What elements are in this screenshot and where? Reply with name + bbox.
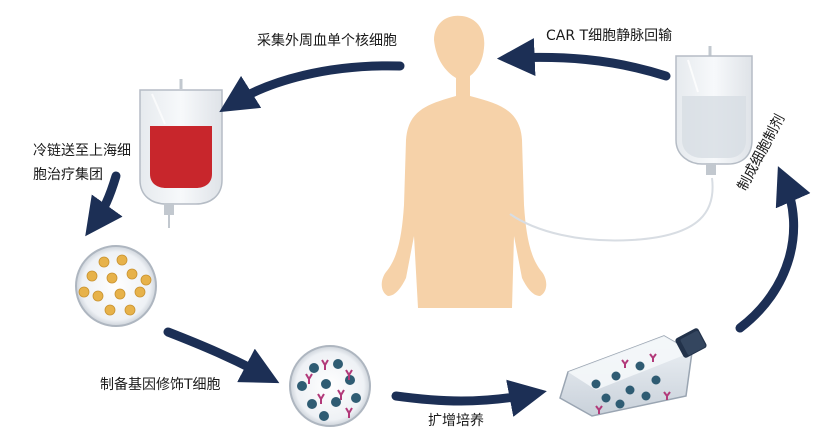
step-expand-label: 扩增培养 — [428, 413, 484, 429]
pbmc-cells — [78, 254, 152, 316]
arrow-infuse — [496, 38, 671, 81]
tcells — [297, 359, 361, 421]
infusion-bag — [675, 46, 753, 175]
step-collect-label: 采集外周血单个核细胞 — [257, 33, 397, 49]
step-modify-label: 制备基因修饰T细胞 — [100, 377, 221, 393]
arrow-expand — [391, 379, 547, 417]
arrow-prepare — [735, 166, 811, 333]
infusion-tube — [509, 177, 714, 242]
flask-cells — [591, 361, 661, 409]
arrow-collect — [219, 61, 405, 113]
blood-fill — [150, 126, 212, 188]
human-figure — [381, 15, 547, 308]
car-receptors — [305, 359, 353, 418]
culture-flask — [559, 328, 707, 417]
cycle-arrows — [85, 38, 811, 417]
pbmc-dish — [75, 245, 157, 327]
step-ship-label: 冷链送至上海细胞治疗集团 — [33, 143, 131, 183]
modified-tcell-dish — [289, 345, 371, 427]
step-infuse-label: CAR T细胞静脉回输 — [546, 28, 673, 44]
arrow-modify — [163, 327, 280, 384]
body-silhouette — [381, 15, 547, 308]
arrow-ship — [85, 171, 123, 237]
flask-cap — [675, 328, 707, 358]
blood-bag — [139, 79, 223, 228]
